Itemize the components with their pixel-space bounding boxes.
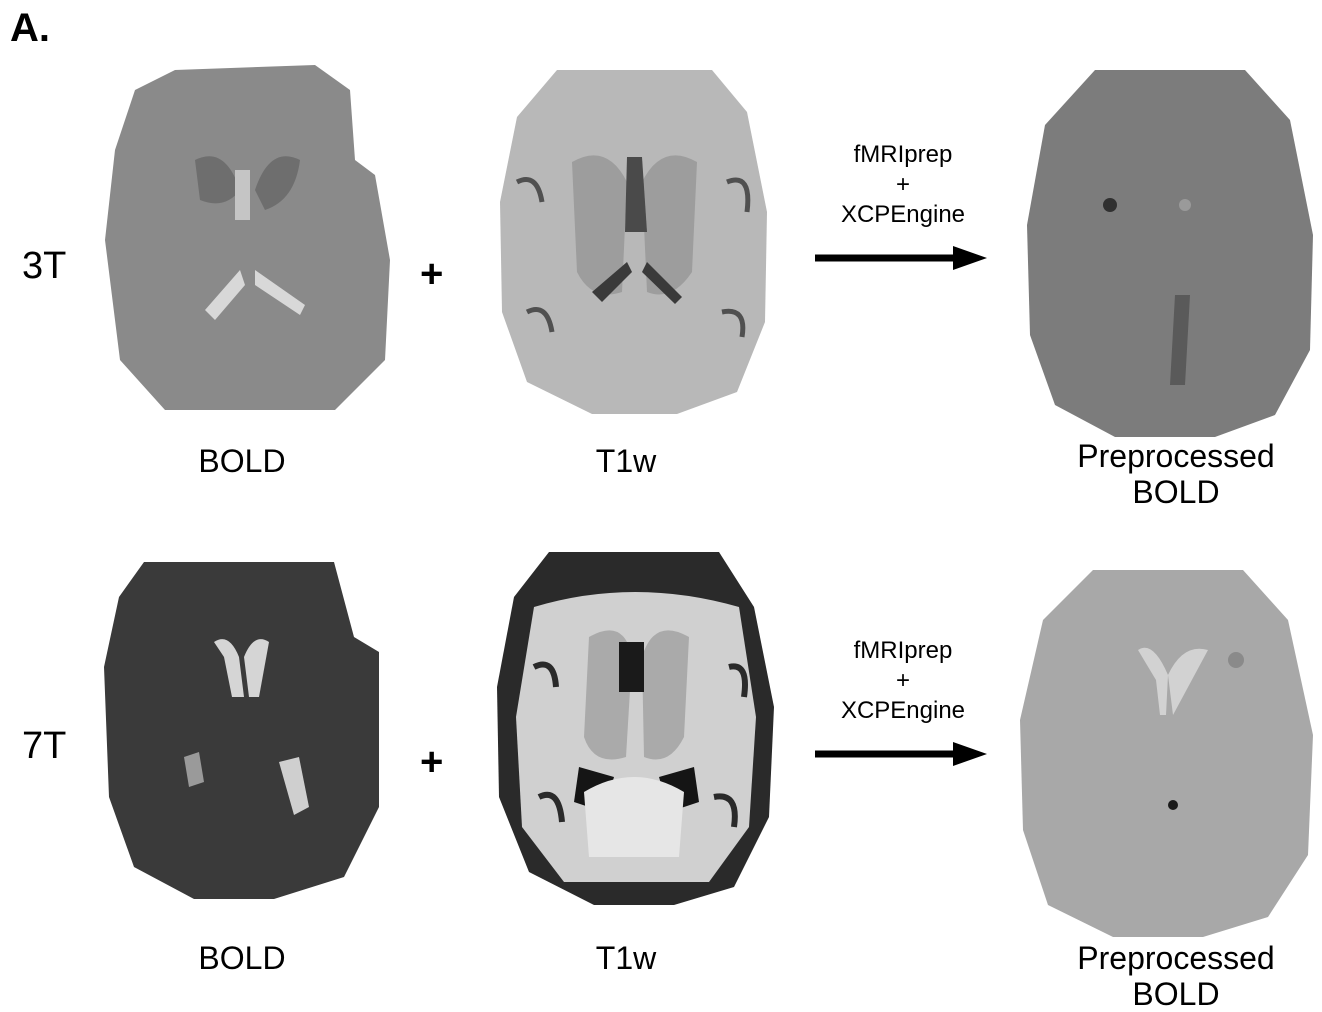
pipeline-step-xcpengine: XCPEngine (793, 200, 1013, 230)
pipeline-arrow-7t (815, 740, 990, 770)
pipeline-step-fmriprep: fMRIprep (793, 140, 1013, 170)
bold-3t-brain-icon (105, 60, 395, 420)
combine-plus-3t: + (420, 252, 443, 297)
t1w-7t-brain-icon (494, 547, 779, 907)
row-label-7t: 7T (22, 725, 66, 768)
pipeline-label-7t: fMRIprep + XCPEngine (793, 636, 1013, 726)
pipeline-step-xcpengine: XCPEngine (793, 696, 1013, 726)
pipeline-step-fmriprep: fMRIprep (793, 636, 1013, 666)
caption-preprocessed-bold-7t: Preprocessed BOLD (1026, 940, 1322, 1012)
panel-label: A. (10, 6, 50, 51)
t1w-3t-brain-icon (497, 62, 772, 417)
pipeline-join: + (793, 170, 1013, 200)
row-label-3t: 3T (22, 245, 66, 288)
caption-line2: BOLD (1026, 474, 1322, 510)
pipeline-join: + (793, 666, 1013, 696)
bold-7t-brain-icon (104, 557, 384, 902)
pipeline-label-3t: fMRIprep + XCPEngine (793, 140, 1013, 230)
caption-bold-3t: BOLD (92, 443, 392, 479)
caption-line1: Preprocessed (1026, 438, 1322, 474)
preprocessed-bold-3t-brain-icon (1025, 65, 1317, 440)
caption-line1: Preprocessed (1026, 940, 1322, 976)
pipeline-arrow-3t (815, 244, 990, 274)
preprocessed-bold-7t-brain-icon (1018, 565, 1316, 940)
caption-bold-7t: BOLD (92, 940, 392, 976)
caption-t1w-7t: T1w (476, 940, 776, 976)
caption-t1w-3t: T1w (476, 443, 776, 479)
combine-plus-7t: + (420, 740, 443, 785)
caption-preprocessed-bold-3t: Preprocessed BOLD (1026, 438, 1322, 510)
caption-line2: BOLD (1026, 976, 1322, 1012)
